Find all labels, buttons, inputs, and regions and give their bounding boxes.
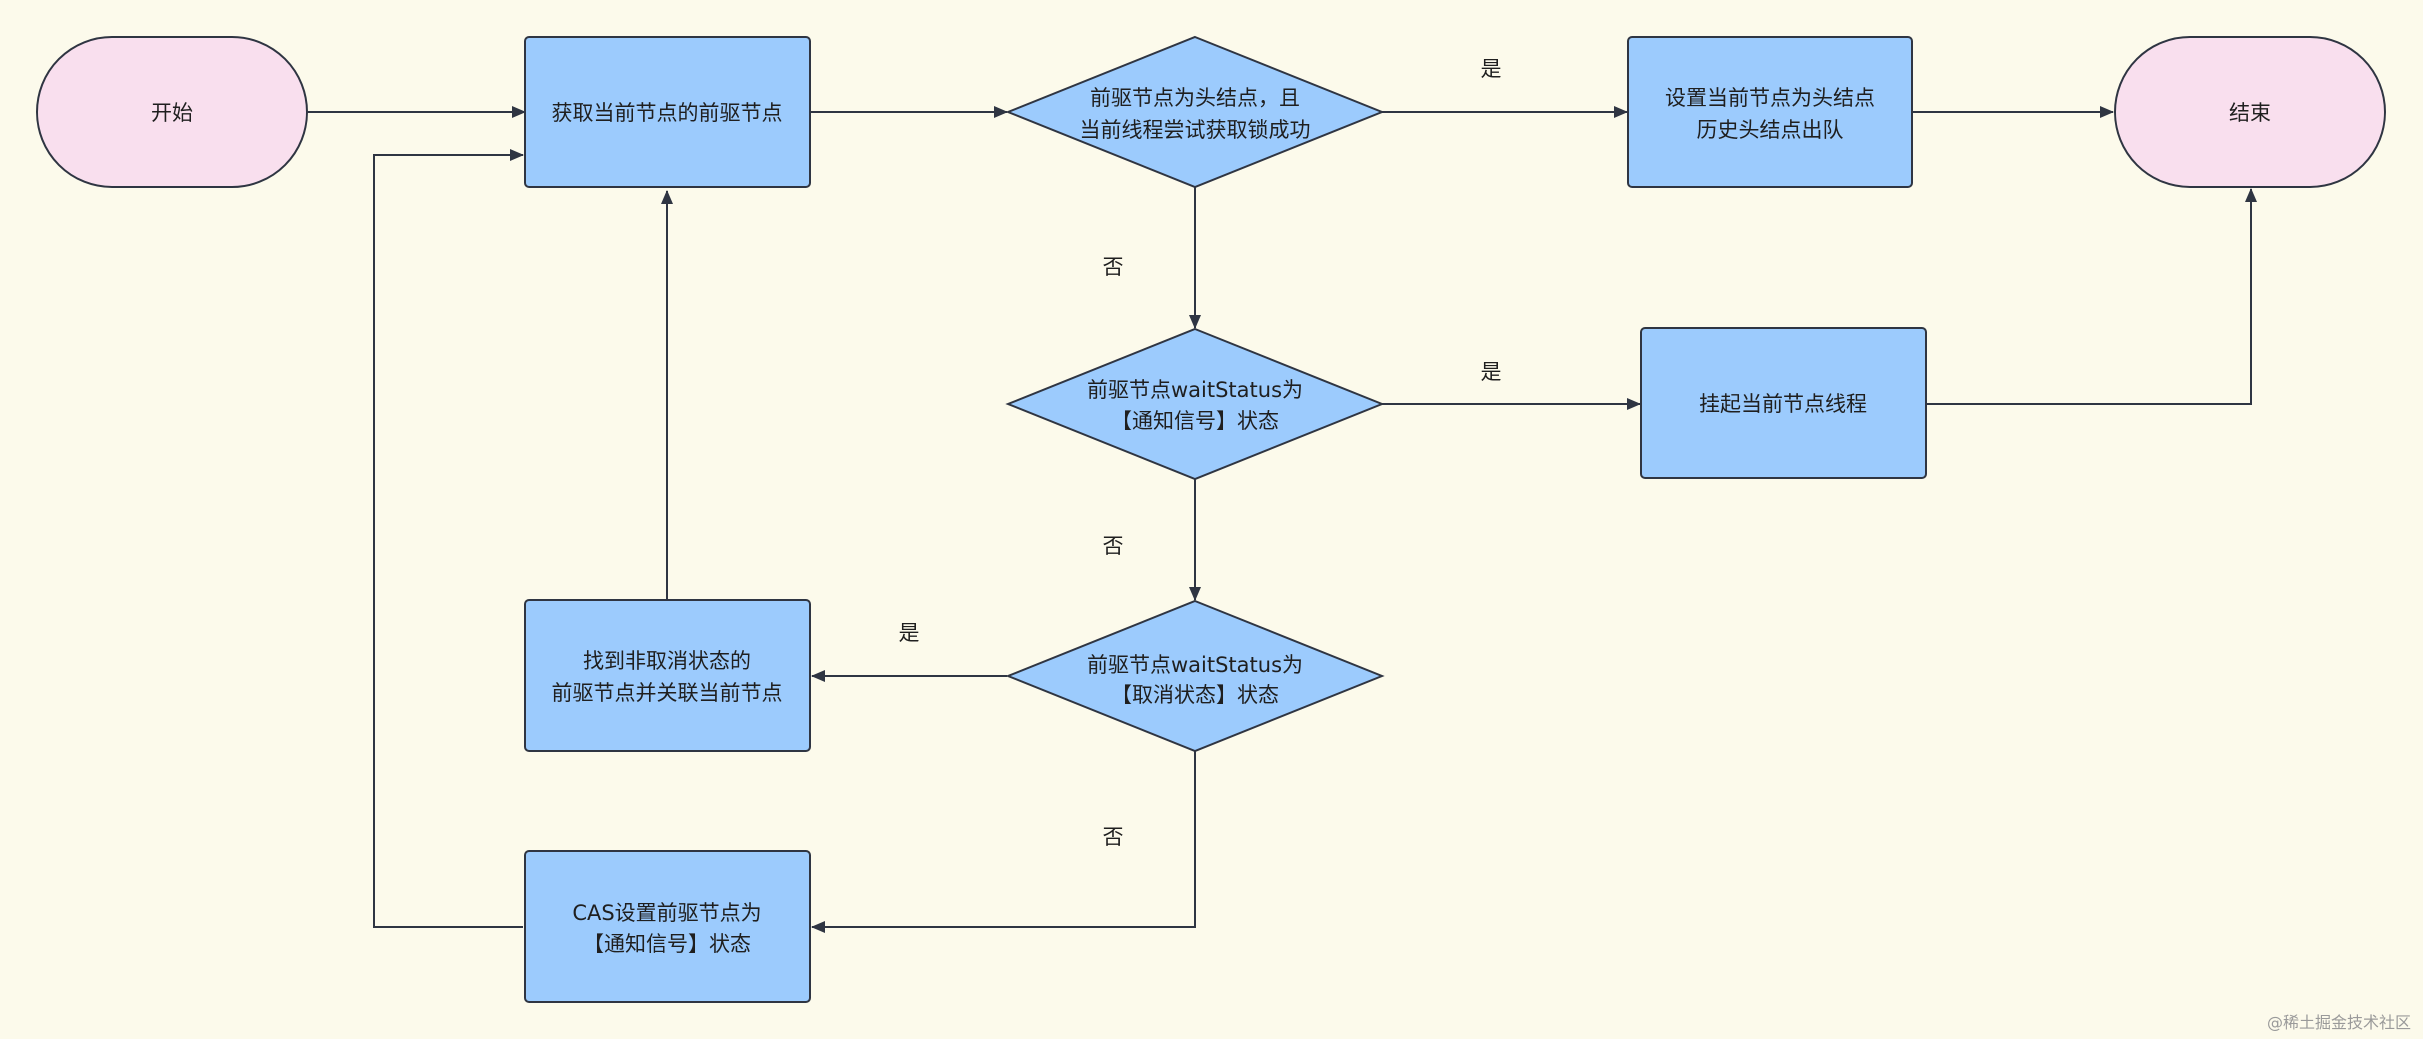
node-check-head-line-2: 当前线程尝试获取锁成功	[1080, 118, 1311, 142]
terminal-shape	[2114, 36, 2386, 188]
edge-label-yes-cancel: 是	[899, 621, 920, 645]
edge-check-cancel-to-cas-set	[811, 751, 1196, 933]
process-shape	[1640, 327, 1927, 479]
node-cas-set-line-2: 【通知信号】状态	[583, 932, 751, 956]
edge-label-yes-signal: 是	[1481, 360, 1502, 384]
node-check-signal-line-1: 前驱节点waitStatus为	[1087, 378, 1303, 402]
process-shape	[1627, 36, 1913, 188]
decision-shape	[1005, 327, 1385, 481]
decision-shape	[1005, 35, 1385, 189]
terminal-shape	[36, 36, 308, 188]
node-check-cancel-line-1: 前驱节点waitStatus为	[1087, 653, 1303, 677]
node-check-signal: 前驱节点waitStatus为 【通知信号】状态	[1005, 327, 1385, 481]
edge-label-no-cancel: 否	[1103, 825, 1124, 849]
node-find-prev-line-2: 前驱节点并关联当前节点	[552, 681, 783, 705]
process-shape	[524, 850, 811, 1003]
node-get-prev: 获取当前节点的前驱节点	[524, 36, 811, 188]
process-shape	[524, 599, 811, 752]
edge-park-to-end	[1926, 188, 2257, 405]
edge-label-no-head: 否	[1103, 255, 1124, 279]
process-shape	[524, 36, 811, 188]
edges	[308, 106, 2257, 933]
node-find-prev-line-1: 找到非取消状态的	[583, 649, 751, 673]
node-start: 开始	[36, 36, 308, 188]
node-check-signal-line-2: 【通知信号】状态	[1111, 409, 1279, 433]
edge-label-no-signal: 否	[1103, 534, 1124, 558]
node-check-cancel: 前驱节点waitStatus为 【取消状态】状态	[1005, 599, 1385, 753]
node-check-head: 前驱节点为头结点，且 当前线程尝试获取锁成功	[1005, 35, 1385, 189]
node-set-head-line-1: 设置当前节点为头结点	[1665, 86, 1875, 110]
node-check-head-line-1: 前驱节点为头结点，且	[1090, 86, 1300, 110]
node-park-label: 挂起当前节点线程	[1699, 392, 1867, 416]
node-find-prev: 找到非取消状态的 前驱节点并关联当前节点	[524, 599, 811, 752]
node-end: 结束	[2114, 36, 2386, 188]
node-get-prev-label: 获取当前节点的前驱节点	[552, 101, 783, 125]
decision-shape	[1005, 599, 1385, 753]
node-check-cancel-line-2: 【取消状态】状态	[1111, 683, 1279, 707]
node-start-label: 开始	[151, 101, 193, 125]
edge-cas-set-to-get-prev	[373, 149, 524, 928]
edge-labels: 是 否 是 否 是 否	[899, 57, 1502, 849]
node-set-head-line-2: 历史头结点出队	[1697, 118, 1844, 142]
node-set-head: 设置当前节点为头结点 历史头结点出队	[1627, 36, 1913, 188]
node-park: 挂起当前节点线程	[1640, 327, 1927, 479]
node-end-label: 结束	[2229, 101, 2271, 125]
watermark: @稀土掘金技术社区	[2266, 1013, 2411, 1032]
edge-label-yes-head: 是	[1481, 57, 1502, 81]
node-cas-set: CAS设置前驱节点为 【通知信号】状态	[524, 850, 811, 1003]
node-cas-set-line-1: CAS设置前驱节点为	[572, 901, 761, 925]
